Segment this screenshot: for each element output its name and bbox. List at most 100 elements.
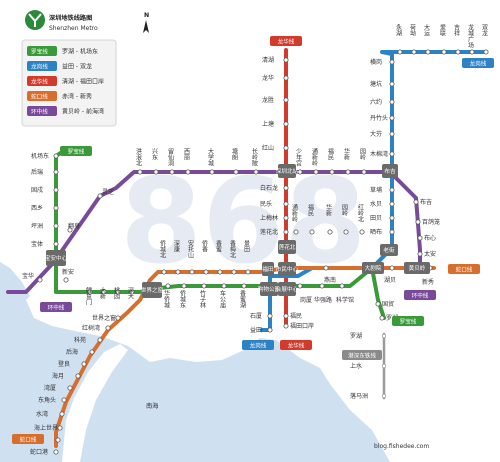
station-dot[interactable] (97, 193, 103, 199)
station-dot[interactable] (283, 313, 289, 319)
station-dot[interactable] (293, 229, 299, 235)
station-dot[interactable] (37, 277, 43, 283)
station-dot[interactable] (389, 81, 395, 87)
station-dot[interactable] (53, 223, 59, 229)
station-dot[interactable] (245, 269, 251, 275)
station-dot[interactable] (297, 283, 303, 289)
station-dot[interactable] (201, 283, 207, 289)
interchange-window-of-world[interactable]: 世界之窗 (141, 282, 164, 298)
station-dot[interactable] (53, 449, 59, 455)
station-dot[interactable] (397, 49, 403, 55)
station-dot[interactable] (53, 153, 59, 159)
station-dot[interactable] (283, 201, 289, 207)
station-dot[interactable] (313, 169, 319, 175)
interchange-grand-theatre[interactable]: 大剧院 (362, 262, 384, 274)
station-dot[interactable] (417, 251, 423, 257)
station-dot[interactable] (115, 315, 121, 321)
station-dot[interactable] (327, 229, 333, 235)
station-dot[interactable] (389, 151, 395, 157)
interchange-children-palace[interactable]: 莲花北 (278, 240, 296, 254)
station-dot[interactable] (319, 283, 325, 289)
station-dot[interactable] (221, 283, 227, 289)
rail-station-dot[interactable] (381, 333, 387, 339)
station-dot[interactable] (181, 283, 187, 289)
station-dot[interactable] (345, 169, 351, 175)
station-dot[interactable] (75, 373, 81, 379)
station-dot[interactable] (55, 437, 61, 443)
station-dot[interactable] (389, 115, 395, 121)
station-dot[interactable] (53, 205, 59, 211)
station-dot[interactable] (389, 229, 395, 235)
station-dot[interactable] (203, 269, 209, 275)
station-dot[interactable] (283, 75, 289, 81)
station-dot[interactable] (63, 277, 69, 283)
station-dot[interactable] (53, 241, 59, 247)
station-dot[interactable] (297, 169, 303, 175)
station-dot[interactable] (425, 49, 431, 55)
station-dot[interactable] (53, 187, 59, 193)
station-dot[interactable] (283, 121, 289, 127)
station-dot[interactable] (61, 397, 67, 403)
station-dot[interactable] (343, 229, 349, 235)
station-dot[interactable] (87, 289, 93, 295)
station-dot[interactable] (389, 265, 395, 271)
interchange-civic-center[interactable]: 市民中心 (276, 262, 299, 276)
rail-station-dot[interactable] (381, 363, 387, 369)
station-dot[interactable] (483, 49, 489, 55)
station-dot[interactable] (309, 229, 315, 235)
station-dot[interactable] (469, 49, 475, 55)
station-dot[interactable] (89, 349, 95, 355)
interchange-convention-center[interactable]: 会展中心 (276, 282, 299, 296)
station-dot[interactable] (379, 315, 385, 321)
station-dot[interactable] (411, 49, 417, 55)
station-dot[interactable] (175, 269, 181, 275)
station-dot[interactable] (415, 219, 421, 225)
station-dot[interactable] (209, 169, 215, 175)
station-dot[interactable] (441, 49, 447, 55)
station-dot[interactable] (361, 169, 367, 175)
station-dot[interactable] (81, 361, 87, 367)
station-dot[interactable] (283, 229, 289, 235)
station-dot[interactable] (165, 283, 171, 289)
interchange-laojie[interactable]: 老街 (380, 244, 398, 256)
interchange-huangbeiling[interactable]: 黄贝岭 (404, 262, 430, 274)
station-dot[interactable] (153, 169, 159, 175)
station-dot[interactable] (329, 169, 335, 175)
station-dot[interactable] (233, 169, 239, 175)
station-dot[interactable] (389, 131, 395, 137)
station-dot[interactable] (283, 97, 289, 103)
station-dot[interactable] (267, 313, 273, 319)
station-dot[interactable] (189, 269, 195, 275)
station-dot[interactable] (129, 289, 135, 295)
station-dot[interactable] (253, 169, 259, 175)
station-dot[interactable] (323, 265, 329, 271)
interchange-buji[interactable]: 布吉 (382, 164, 398, 178)
station-dot[interactable] (115, 289, 121, 295)
station-dot[interactable] (169, 169, 175, 175)
interchange-futian[interactable]: 福田 (262, 262, 274, 276)
station-dot[interactable] (231, 269, 237, 275)
station-dot[interactable] (57, 425, 63, 431)
station-dot[interactable] (389, 99, 395, 105)
station-dot[interactable] (283, 57, 289, 63)
station-dot[interactable] (101, 289, 107, 295)
station-dot[interactable] (389, 201, 395, 207)
interchange-shenzhen-north[interactable]: 深圳北站 (276, 164, 299, 178)
station-dot[interactable] (417, 235, 423, 241)
station-dot[interactable] (67, 227, 73, 233)
station-dot[interactable] (53, 169, 59, 175)
station-dot[interactable] (283, 145, 289, 151)
station-dot[interactable] (455, 49, 461, 55)
station-dot[interactable] (283, 185, 289, 191)
station-dot[interactable] (97, 337, 103, 343)
rail-station-dot[interactable] (381, 393, 387, 399)
station-dot[interactable] (413, 199, 419, 205)
station-dot[interactable] (59, 411, 65, 417)
station-dot[interactable] (241, 283, 247, 289)
station-dot[interactable] (283, 323, 289, 329)
station-dot[interactable] (359, 229, 365, 235)
station-dot[interactable] (105, 325, 111, 331)
station-dot[interactable] (283, 215, 289, 221)
interchange-shopping-park[interactable]: 购物公园 (258, 282, 281, 296)
station-dot[interactable] (161, 269, 167, 275)
